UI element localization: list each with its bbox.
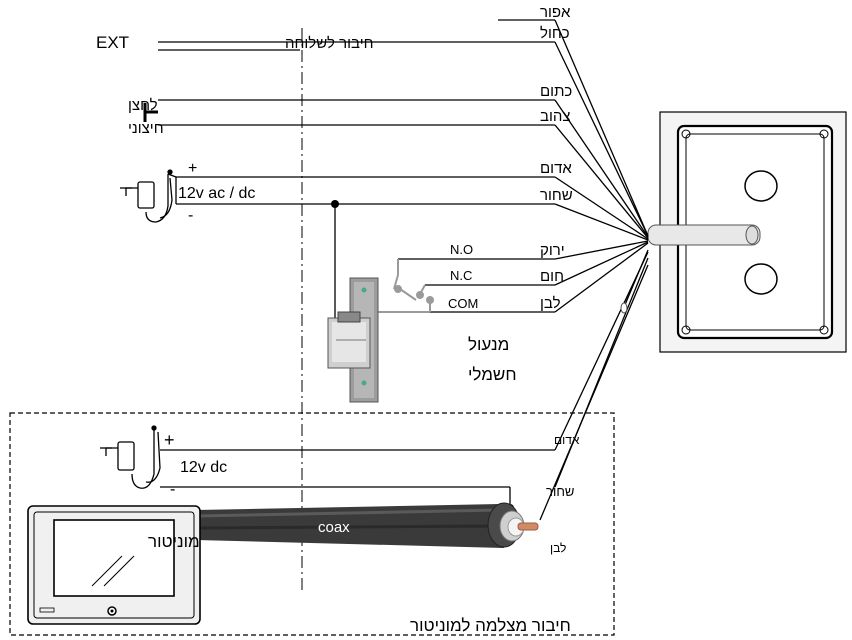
label-plus-bottom: + bbox=[164, 430, 175, 450]
panel-hole-top bbox=[744, 170, 778, 202]
panel-cable-tube bbox=[647, 224, 761, 246]
electric-lock bbox=[327, 277, 379, 403]
power-adapter-bottom-icon bbox=[100, 425, 555, 489]
label-monitor-conn: חיבור מצלמה למוניטור bbox=[410, 616, 571, 635]
label-apor: אפור bbox=[540, 4, 571, 21]
label-lavan-top: לבן bbox=[540, 295, 561, 312]
external-button-icon bbox=[143, 103, 158, 122]
label-coax: coax bbox=[318, 519, 350, 536]
label-ext-conn: חיבור לשלוחה bbox=[285, 35, 374, 52]
label-lock-line1: מנעול bbox=[468, 335, 509, 354]
monitor-section-box bbox=[9, 412, 615, 636]
wire-bundle bbox=[539, 19, 649, 521]
label-minus-top: - bbox=[188, 207, 193, 224]
monitor-device bbox=[27, 505, 201, 625]
label-shachor-top: שחור bbox=[540, 187, 573, 204]
camera-panel bbox=[647, 111, 847, 353]
coax-cable bbox=[195, 502, 539, 548]
monitor-screen bbox=[53, 519, 175, 597]
label-katom: כתום bbox=[540, 83, 572, 100]
label-yarok: ירוק bbox=[540, 242, 565, 259]
label-adom-bottom: אדום bbox=[554, 433, 580, 447]
label-plus-top: + bbox=[188, 160, 197, 177]
label-button-line1: לחצן bbox=[128, 97, 158, 114]
label-lock-line2: חשמלי bbox=[468, 365, 517, 384]
label-lavan-bottom: לבן bbox=[550, 541, 566, 555]
label-nc: N.C bbox=[450, 268, 472, 283]
label-com: COM bbox=[448, 296, 478, 311]
panel-hole-bottom bbox=[744, 263, 778, 295]
label-tzahov: צהוב bbox=[540, 108, 571, 125]
label-no: N.O bbox=[450, 242, 473, 257]
junction-dot-top bbox=[331, 200, 339, 208]
label-adom-top: אדום bbox=[540, 160, 572, 177]
power-adapter-top-icon bbox=[120, 169, 177, 223]
label-ext: EXT bbox=[96, 33, 129, 52]
label-monitor: מוניטור bbox=[148, 532, 200, 551]
label-voltage-bottom: 12v dc bbox=[180, 459, 227, 476]
label-shachor-bottom: שחור bbox=[546, 484, 574, 499]
label-hum: חום bbox=[540, 268, 564, 285]
label-kachol: כחול bbox=[540, 25, 570, 42]
label-button-line2: חיצוני bbox=[128, 120, 164, 137]
label-minus-bottom: - bbox=[170, 481, 175, 498]
label-voltage-top: 12v ac / dc bbox=[178, 185, 255, 202]
